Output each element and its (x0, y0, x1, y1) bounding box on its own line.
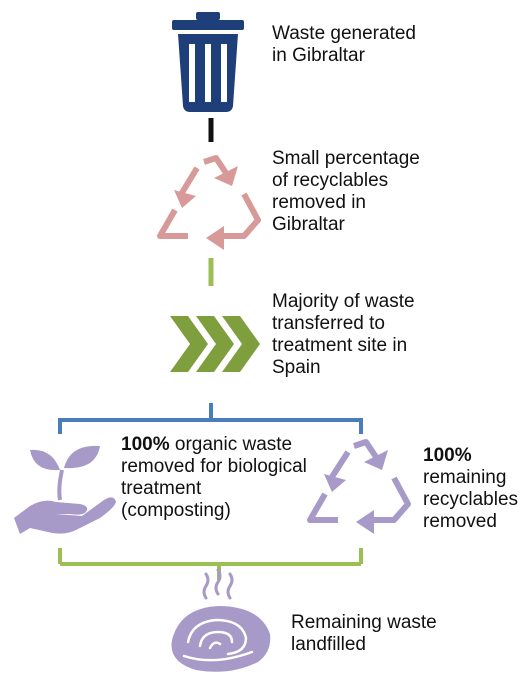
recyclables-percent: 100% (423, 445, 472, 466)
branch-bracket (58, 403, 363, 434)
recycle-icon-pink (157, 155, 261, 250)
waste-generated-text: Waste generated in Gibraltar (272, 23, 416, 66)
organic-waste-text: 100% organic waste removed for biologica… (121, 434, 311, 522)
organic-percent: 100% (121, 434, 170, 455)
chevron-arrows-icon (170, 316, 260, 372)
landfilled-text: Remaining waste landfilled (291, 612, 437, 655)
merge-bracket (58, 548, 363, 580)
trash-bin-icon (172, 12, 244, 112)
recycle-icon-purple (307, 439, 411, 534)
organic-description: organic waste removed for biological tre… (121, 434, 307, 521)
majority-transferred-text: Majority of waste transferred to treatme… (272, 291, 415, 378)
plant-in-hand-icon (14, 445, 116, 534)
landfill-icon (171, 568, 271, 672)
recyclables-description: remaining recyclables removed (423, 467, 519, 532)
small-recyclables-text: Small percentage of recyclables removed … (272, 148, 420, 235)
remaining-recyclables-text: 100%remaining recyclables removed (423, 445, 530, 533)
